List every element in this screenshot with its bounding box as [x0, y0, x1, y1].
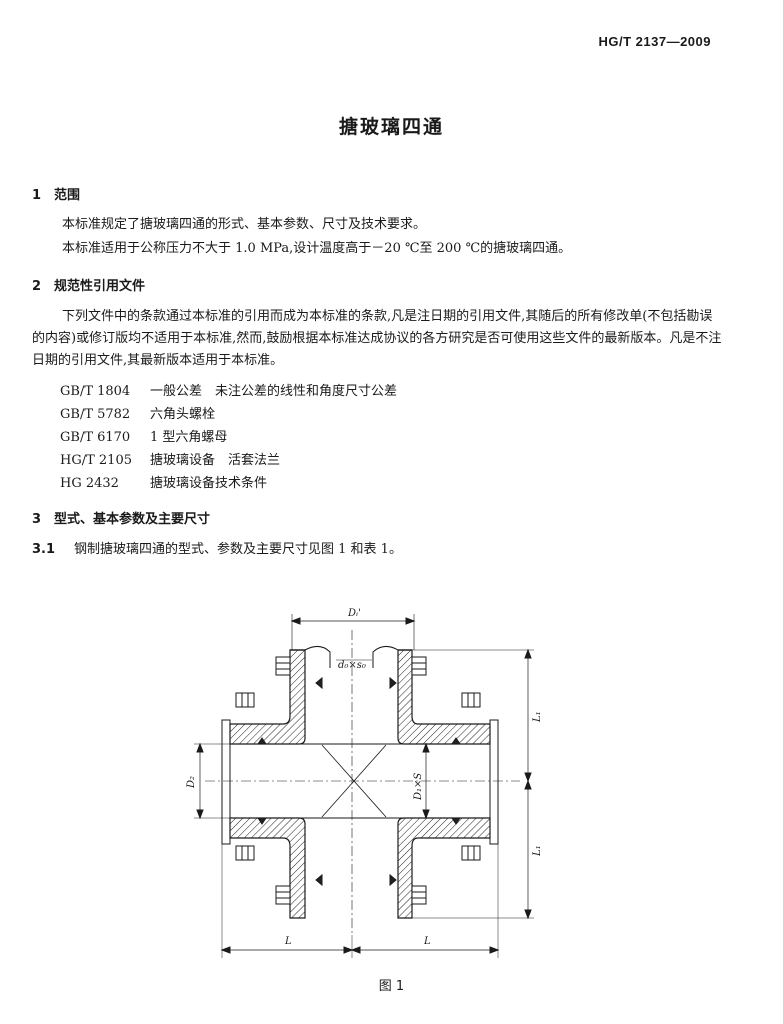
label-left-diameter: D₂	[186, 776, 197, 789]
label-right-lower-length: L₁	[532, 845, 543, 857]
standard-code: HG/T 2137—2009	[598, 34, 711, 49]
section-1-paragraph-1: 本标准规定了搪玻璃四通的形式、基本参数、尺寸及技术要求。	[62, 217, 427, 232]
bottom-flange	[229, 817, 491, 919]
label-right-upper-length: L₁	[532, 711, 543, 723]
figure-caption: 图 1	[378, 979, 405, 994]
top-flange	[229, 646, 491, 745]
label-inner-wall: d₀×s₀	[338, 660, 366, 671]
section-2-paragraph: 下列文件中的条款通过本标准的引用而成为本标准的条款,凡是注日期的引用文件,其随后…	[32, 309, 722, 368]
label-bottom-left-length: L	[284, 936, 292, 947]
document-title: 搪玻璃四通	[338, 116, 444, 138]
label-top-diameter: Dᵢ'	[347, 608, 361, 619]
label-center-diameter: D₁×S	[413, 773, 424, 801]
label-bottom-right-length: L	[423, 936, 431, 947]
section-1-paragraph-2: 本标准适用于公称压力不大于 1.0 MPa,设计温度高于－20 ℃至 200 ℃…	[62, 241, 572, 256]
